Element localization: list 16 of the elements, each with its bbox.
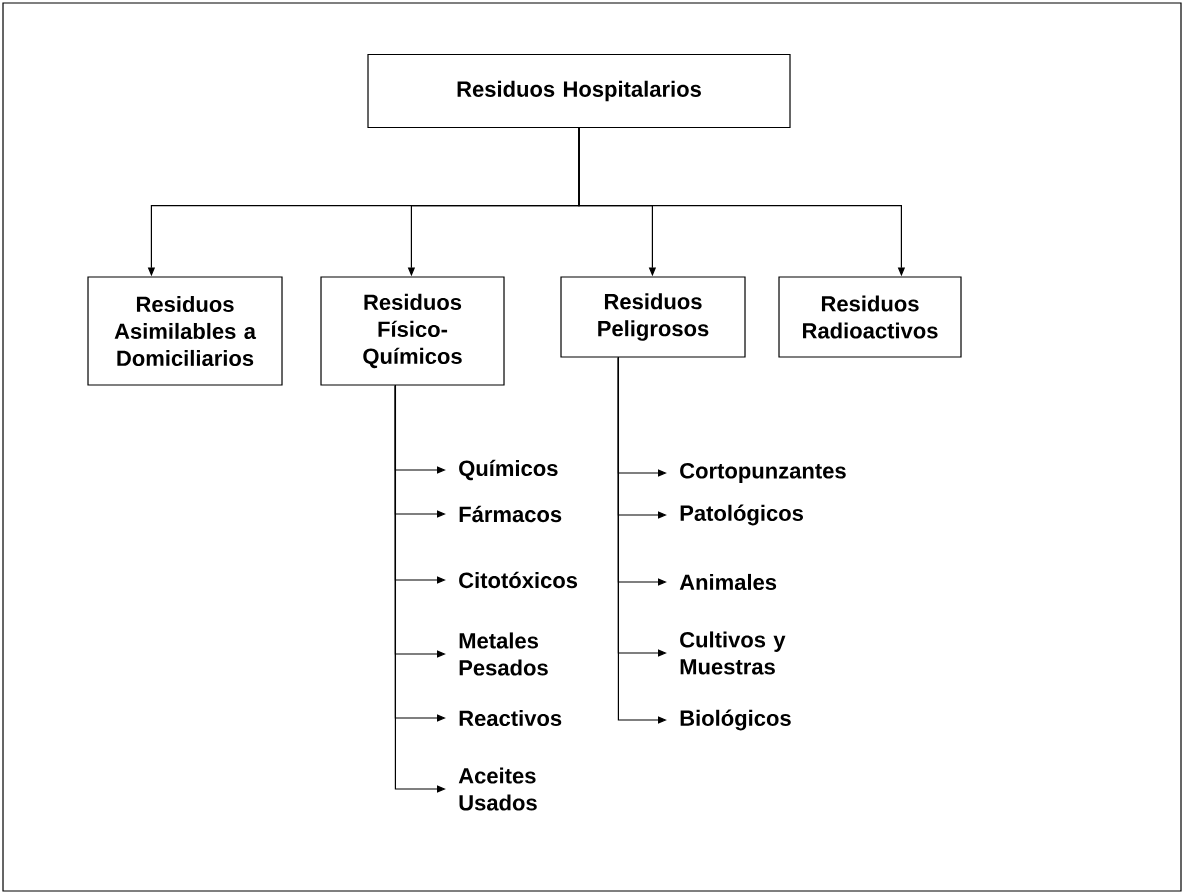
item-label: Cortopunzantes bbox=[680, 463, 846, 483]
item-label: Metales Pesados bbox=[459, 632, 548, 676]
item-label: Patológicos bbox=[680, 504, 803, 526]
item-label: Citotóxicos bbox=[459, 571, 578, 589]
item-label: Químicos bbox=[459, 459, 558, 481]
item-label: Fármacos bbox=[459, 505, 562, 523]
category-box: Residuos Físico-Químicos bbox=[320, 276, 505, 386]
category-box: Residuos Asimilables a Domiciliarios bbox=[87, 276, 283, 386]
item-label: Reactivos bbox=[459, 709, 562, 727]
item-label: Cultivos y Muestras bbox=[680, 631, 786, 675]
category-box: Residuos Radioactivos bbox=[778, 276, 962, 358]
item-label: Biológicos bbox=[680, 709, 791, 731]
item-label: Aceites Usados bbox=[458, 767, 537, 811]
category-box: Residuos Peligrosos bbox=[560, 276, 746, 358]
item-label: Animales bbox=[679, 573, 777, 591]
category-box: Residuos Hospitalarios bbox=[367, 53, 791, 129]
